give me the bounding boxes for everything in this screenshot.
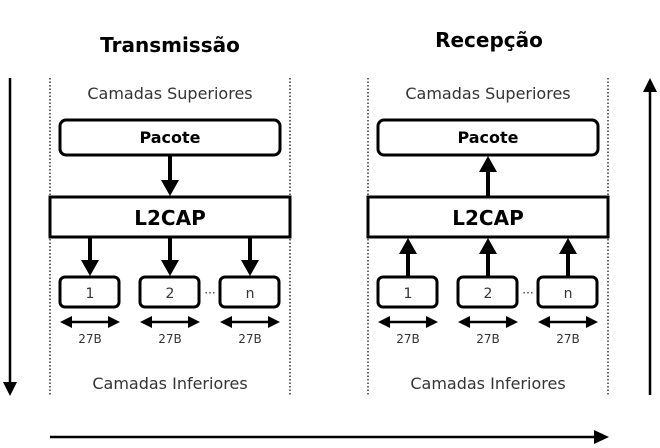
fragment-label: 1 — [404, 286, 413, 302]
fragment-label: 1 — [86, 286, 95, 302]
arrow-fragment-1-to-l2cap — [399, 238, 417, 277]
fragment-size-label: 27B — [476, 332, 500, 346]
panel-transmission: Transmissão Camadas Superiores Pacote L2… — [48, 33, 292, 396]
panel-title: Transmissão — [100, 33, 240, 57]
packet-box: Pacote — [376, 118, 600, 157]
flow-arrow-right-up — [643, 78, 657, 395]
flow-arrow-left-down — [3, 78, 17, 396]
size-arrow-1: 27B — [60, 316, 120, 346]
packet-label: Pacote — [139, 128, 200, 147]
panel-title: Recepção — [435, 28, 543, 52]
fragment-box-n: n — [536, 275, 599, 309]
fragment-ellipsis: ··· — [204, 286, 215, 300]
flow-arrow-bottom-right — [50, 430, 609, 444]
size-arrow-n: 27B — [538, 316, 598, 346]
fragment-size-label: 27B — [238, 332, 262, 346]
fragment-label: 2 — [484, 286, 493, 302]
fragment-label: n — [564, 286, 573, 302]
l2cap-label: L2CAP — [134, 206, 205, 230]
fragment-label: n — [246, 286, 255, 302]
arrow-fragment-2-to-l2cap — [479, 238, 497, 277]
fragment-box-1: 1 — [58, 275, 121, 309]
fragment-size-label: 27B — [556, 332, 580, 346]
lower-layers-label: Camadas Inferiores — [92, 374, 247, 393]
fragment-size-label: 27B — [78, 332, 102, 346]
arrow-l2cap-to-fragment-n — [241, 237, 259, 276]
l2cap-box: L2CAP — [366, 195, 610, 239]
arrow-l2cap-to-packet — [479, 156, 497, 197]
packet-label: Pacote — [457, 128, 518, 147]
fragment-box-1: 1 — [376, 275, 439, 309]
l2cap-box: L2CAP — [48, 195, 292, 239]
fragment-box-2: 2 — [456, 275, 519, 309]
packet-box: Pacote — [58, 118, 282, 157]
upper-layers-label: Camadas Superiores — [405, 84, 570, 103]
upper-layers-label: Camadas Superiores — [87, 84, 252, 103]
size-arrow-n: 27B — [220, 316, 280, 346]
arrow-fragment-n-to-l2cap — [559, 238, 577, 277]
fragment-size-label: 27B — [396, 332, 420, 346]
fragment-label: 2 — [166, 286, 175, 302]
fragment-box-2: 2 — [138, 275, 201, 309]
size-arrow-1: 27B — [378, 316, 438, 346]
arrow-packet-to-l2cap — [161, 155, 179, 196]
lower-layers-label: Camadas Inferiores — [410, 374, 565, 393]
panel-reception: Recepção Camadas Superiores Pacote L2CAP — [366, 28, 610, 396]
size-arrow-2: 27B — [140, 316, 200, 346]
l2cap-label: L2CAP — [452, 206, 523, 230]
size-arrow-2: 27B — [458, 316, 518, 346]
fragment-ellipsis: ··· — [522, 286, 533, 300]
fragment-size-label: 27B — [158, 332, 182, 346]
arrow-l2cap-to-fragment-2 — [161, 237, 179, 276]
arrow-l2cap-to-fragment-1 — [81, 237, 99, 276]
fragment-box-n: n — [218, 275, 281, 309]
